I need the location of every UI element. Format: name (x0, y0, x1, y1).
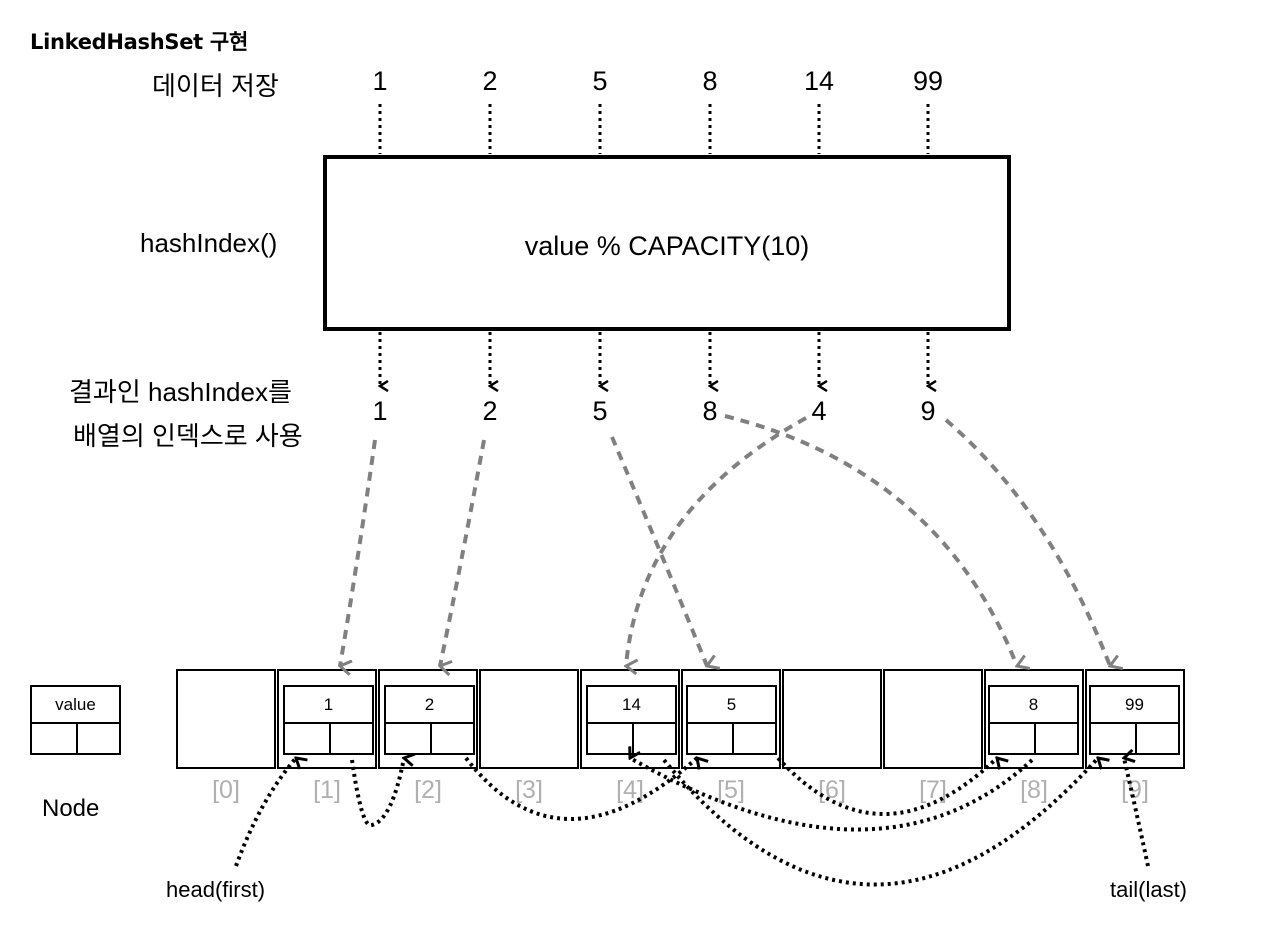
diagram-title: LinkedHashSet 구현 (30, 30, 248, 54)
array-index-label: [6] (818, 776, 846, 804)
hash-formula: value % CAPACITY(10) (524, 231, 810, 261)
node-legend: value (30, 685, 121, 755)
node-bucket-2: 2 (384, 685, 475, 755)
input-value: 5 (592, 66, 608, 96)
next-pointer-1-2 (350, 758, 404, 828)
array-cell-7 (883, 669, 983, 769)
array-index-label: [1] (313, 776, 341, 804)
bucket-mapping-arrow (724, 414, 1017, 666)
next-pointer-2-5 (464, 758, 697, 821)
array-index-label: [2] (414, 776, 442, 804)
next-pointer-14-99 (662, 758, 1098, 887)
node-bucket-5: 5 (686, 685, 777, 755)
array-index-label: [8] (1020, 776, 1048, 804)
result-label-line2: 배열의 인덱스로 사용 (73, 421, 303, 451)
array-cell-0 (176, 669, 276, 769)
input-value: 1 (372, 66, 388, 96)
data-store-label: 데이터 저장 (152, 71, 279, 101)
hash-index: 9 (920, 396, 936, 426)
next-pointer-8-14 (630, 758, 1034, 832)
bucket-mapping-arrow (440, 439, 486, 666)
node-bucket-1: 1 (283, 685, 374, 755)
head-label: head(first) (166, 877, 266, 902)
array-cell-6 (782, 669, 882, 769)
node-caption: Node (42, 795, 100, 822)
tail-label: tail(last) (1110, 877, 1188, 902)
input-value: 14 (803, 66, 835, 96)
array-index-label: [3] (515, 776, 543, 804)
hash-index: 4 (811, 396, 827, 426)
hash-index: 2 (482, 396, 498, 426)
bucket-mapping-arrow (626, 416, 807, 666)
hash-index: 8 (702, 396, 718, 426)
node-bucket-8: 8 (988, 685, 1079, 755)
bucket-mapping-arrow (610, 436, 707, 666)
tail-pointer (1124, 758, 1150, 867)
array-index-label: [0] (212, 776, 240, 804)
input-value: 8 (702, 66, 718, 96)
hash-index: 5 (592, 396, 608, 426)
next-pointer-5-8 (776, 758, 997, 816)
bucket-mapping-arrow (340, 439, 377, 666)
array-cell-3 (479, 669, 579, 769)
input-value: 99 (912, 66, 944, 96)
hash-function-box: value % CAPACITY(10) (323, 155, 1011, 331)
input-value: 2 (482, 66, 498, 96)
hash-index: 1 (372, 396, 388, 426)
hash-function-label: hashIndex() (140, 228, 278, 258)
bucket-mapping-arrow (944, 418, 1110, 666)
array-index-label: [9] (1121, 776, 1149, 804)
array-index-label: [5] (717, 776, 745, 804)
result-label-line1: 결과인 hashIndex를 (69, 377, 292, 407)
head-pointer (234, 758, 296, 867)
